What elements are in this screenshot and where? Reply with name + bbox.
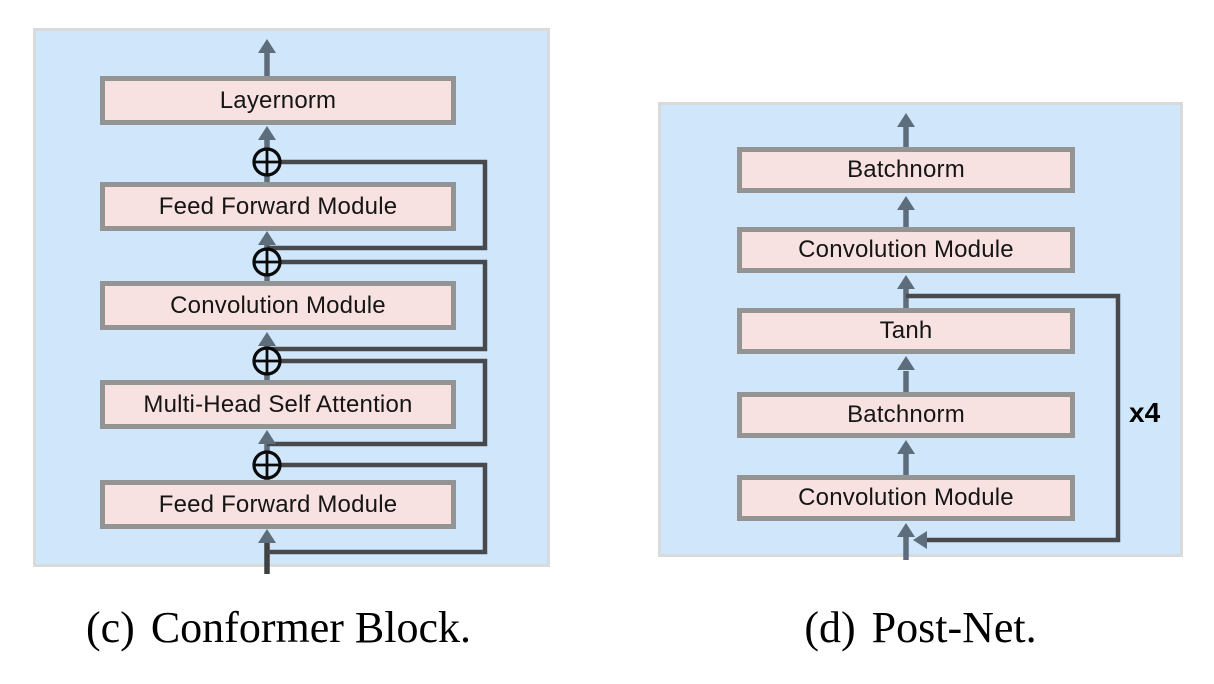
arrow-up-icon [258,126,276,140]
caption-text: Conformer Block. [150,603,471,652]
postnet-block-tanh: Tanh [737,308,1075,354]
arrow-up-icon [897,356,915,370]
conformer-block-feed-forward-bottom: Feed Forward Module [100,480,456,529]
repeat-count-label: x4 [1129,397,1161,428]
conformer-block-multi-head-self-attention: Multi-Head Self Attention [100,380,456,429]
caption-index: (c) [85,603,135,652]
arrow-left-icon [913,531,927,549]
caption-postnet: (d) Post-Net. [658,602,1183,653]
conformer-block-convolution: Convolution Module [100,281,456,330]
postnet-block-batchnorm-top: Batchnorm [737,147,1075,193]
caption-text: Post-Net. [871,603,1037,652]
caption-index: (d) [804,603,856,652]
arrow-up-icon [258,332,276,346]
arrow-up-icon [897,113,915,127]
add-icon [252,147,282,177]
arrow-up-icon [897,196,915,210]
postnet-block-convolution-bottom: Convolution Module [737,475,1075,521]
postnet-panel: Batchnorm Convolution Module Tanh Batchn… [658,102,1183,560]
add-icon [252,247,282,277]
conformer-block-feed-forward-top: Feed Forward Module [100,182,456,231]
add-icon [252,346,282,376]
conformer-block-layernorm: Layernorm [100,76,456,125]
arrow-up-icon [258,529,276,543]
arrow-up-icon [258,39,276,53]
arrow-up-icon [258,430,276,444]
arrow-up-icon [897,275,915,289]
arrow-up-icon [897,523,915,537]
caption-conformer: (c) Conformer Block. [20,602,537,653]
arrow-up-icon [258,231,276,245]
arrow-up-icon [897,440,915,454]
add-icon [252,450,282,480]
conformer-panel: Layernorm Feed Forward Module Convolutio… [33,28,550,574]
postnet-block-batchnorm-bottom: Batchnorm [737,392,1075,438]
postnet-block-convolution-top: Convolution Module [737,227,1075,273]
